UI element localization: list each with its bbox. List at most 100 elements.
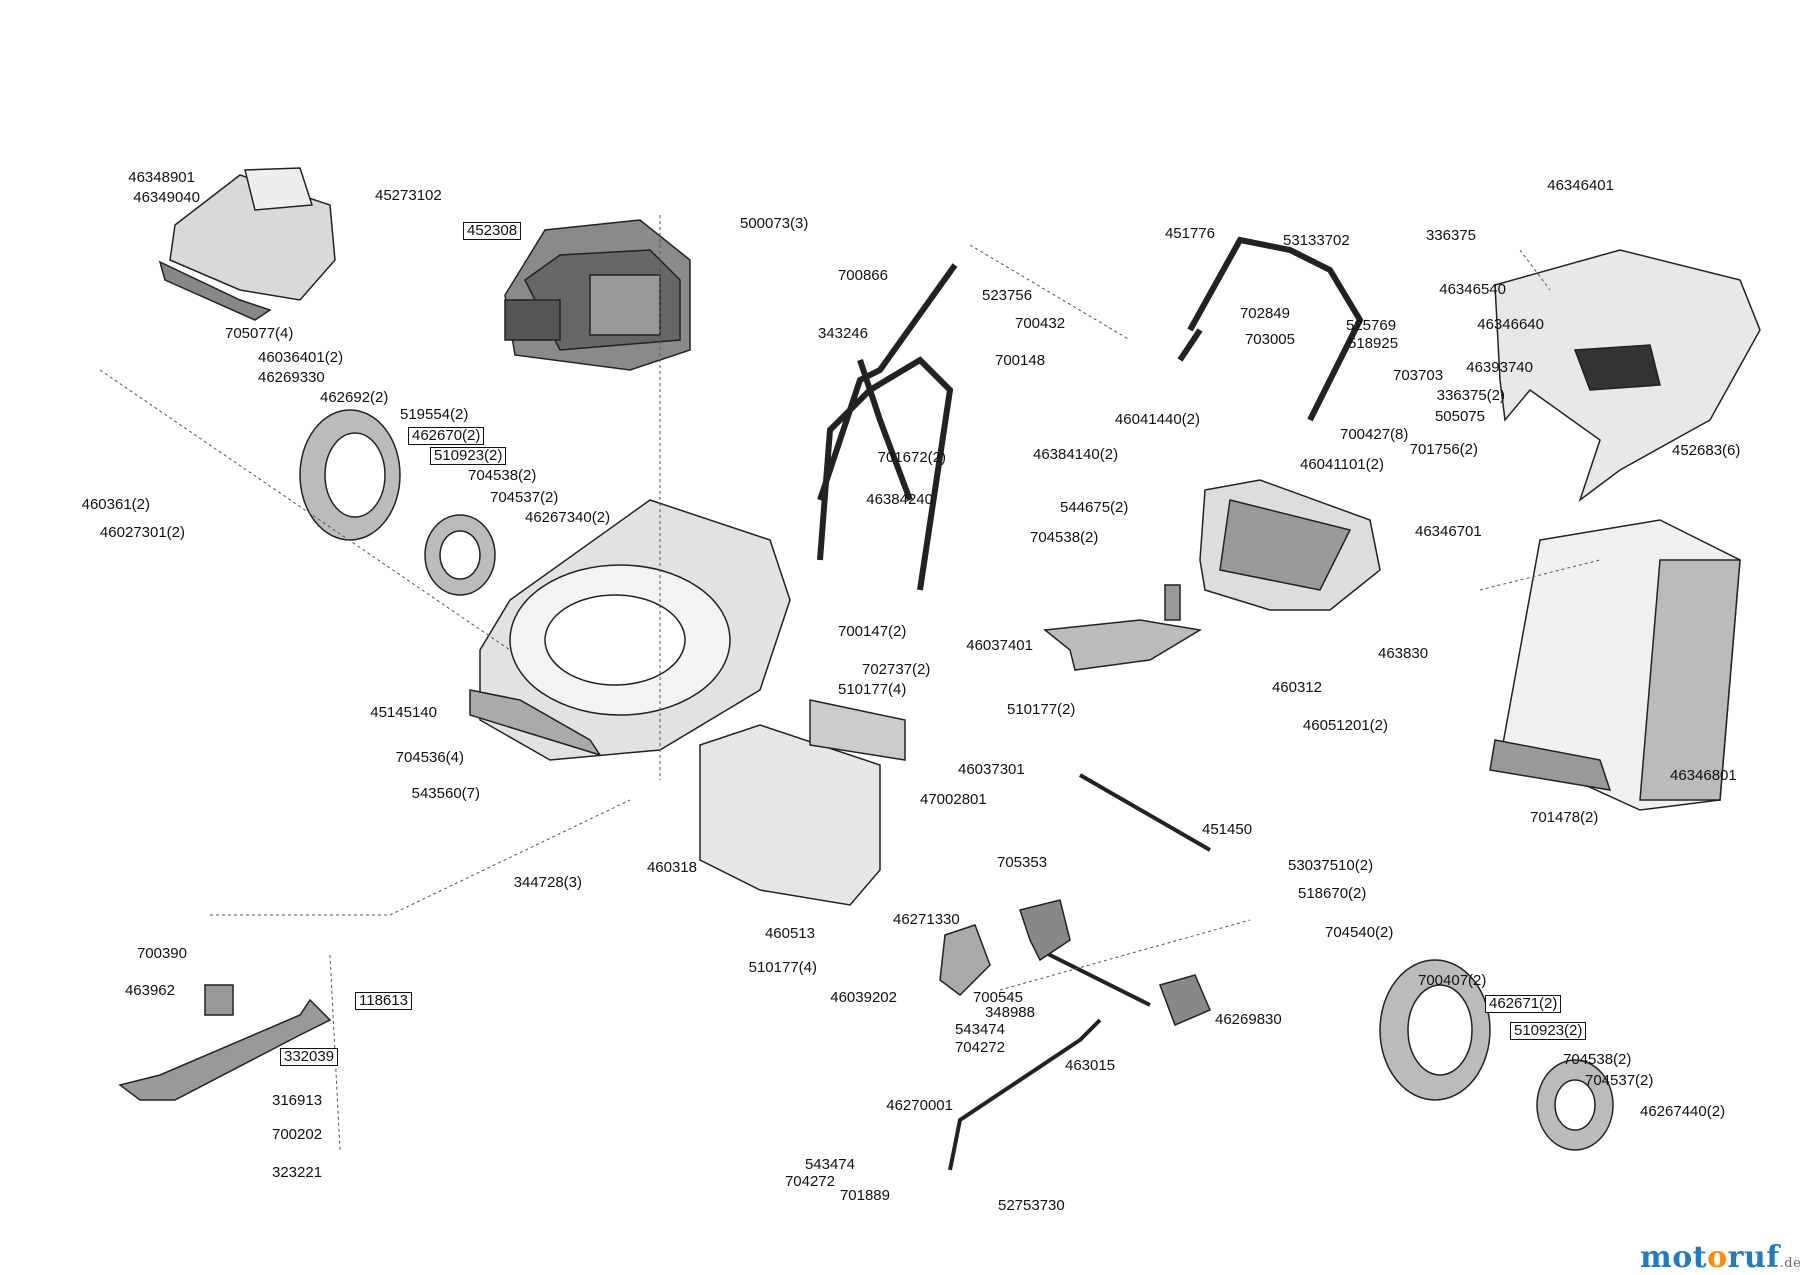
part-label: 700202	[272, 1126, 323, 1143]
part-label: 700427(8)	[1340, 426, 1409, 443]
part-label: 332039	[280, 1048, 339, 1066]
watermark-part1: mot	[1640, 1240, 1708, 1275]
part-label: 505075	[1434, 408, 1485, 425]
part-label: 46346801	[1670, 767, 1737, 784]
part-label: 510177(2)	[1007, 701, 1076, 718]
part-label: 500073(3)	[740, 215, 809, 232]
part-label: 543474	[954, 1021, 1005, 1038]
part-label: 543474	[804, 1156, 855, 1173]
part-label: 452308	[463, 222, 522, 240]
part-label: 463962	[124, 982, 175, 999]
part-label: 701478(2)	[1530, 809, 1599, 826]
axle-rods	[948, 773, 1211, 1171]
part-label: 700545	[972, 989, 1023, 1006]
part-label: 46384140(2)	[1033, 446, 1119, 463]
part-label: 704272	[784, 1173, 835, 1190]
part-label: 46270001	[886, 1097, 953, 1114]
upper-handle-part	[1177, 236, 1364, 422]
part-label: 336375	[1425, 227, 1476, 244]
part-label: 518670(2)	[1298, 885, 1367, 902]
part-label: 704272	[954, 1039, 1005, 1056]
part-label: 462671(2)	[1485, 995, 1562, 1013]
part-label: 46384240	[866, 491, 933, 508]
part-label: 46027301(2)	[99, 524, 185, 541]
part-label: 460513	[764, 925, 815, 942]
watermark-part3: ruf	[1727, 1240, 1780, 1275]
part-label: 543560(7)	[411, 785, 480, 802]
part-label: 510177(4)	[838, 681, 907, 698]
mower-deck-part	[469, 499, 791, 761]
part-label: 344728(3)	[513, 874, 582, 891]
part-label: 700390	[136, 945, 187, 962]
part-label: 46348901	[128, 169, 195, 186]
part-label: 704538(2)	[1030, 529, 1099, 546]
part-label: 45273102	[375, 187, 442, 204]
part-label: 519554(2)	[400, 406, 469, 423]
part-label: 701889	[839, 1187, 890, 1204]
rear-cover-part	[158, 167, 336, 321]
part-label: 462692(2)	[320, 389, 389, 406]
part-label: 348988	[984, 1004, 1035, 1021]
part-label: 323221	[272, 1164, 323, 1181]
site-watermark: motoruf.de	[1640, 1240, 1800, 1275]
part-label: 46346401	[1547, 177, 1614, 194]
part-label: 700432	[1015, 315, 1066, 332]
part-label: 460318	[646, 859, 697, 876]
part-label: 46267340(2)	[525, 509, 611, 526]
part-label: 702737(2)	[862, 661, 931, 678]
part-label: 701756(2)	[1409, 441, 1478, 458]
part-label: 703703	[1393, 367, 1444, 384]
part-label: 46271330	[893, 911, 960, 928]
part-label: 47002801	[920, 791, 987, 808]
rear-wheel-part	[1379, 959, 1614, 1151]
part-label: 704536(4)	[395, 749, 464, 766]
part-label: 46037301	[958, 761, 1025, 778]
part-label: 46346640	[1477, 316, 1544, 333]
part-label: 544675(2)	[1060, 499, 1129, 516]
part-label: 460312	[1271, 679, 1322, 696]
chute-flap-part	[1199, 479, 1381, 611]
part-label: 463015	[1065, 1057, 1116, 1074]
part-label: 53037510(2)	[1288, 857, 1374, 874]
part-label: 518925	[1348, 335, 1399, 352]
part-label: 451776	[1164, 225, 1215, 242]
rear-flap-part	[699, 699, 906, 906]
part-label: 701672(2)	[877, 449, 946, 466]
part-label: 460361(2)	[81, 496, 150, 513]
part-label: 46267440(2)	[1640, 1103, 1726, 1120]
engine-part	[504, 219, 691, 371]
grass-bag-part	[1489, 519, 1741, 811]
part-label: 705077(4)	[225, 325, 294, 342]
part-label: 704538(2)	[468, 467, 537, 484]
blade-part	[118, 984, 332, 1101]
part-label: 703005	[1244, 331, 1295, 348]
part-label: 46349040	[133, 189, 200, 206]
part-label: 510923(2)	[430, 447, 507, 465]
part-label: 704540(2)	[1325, 924, 1394, 941]
part-label: 46041440(2)	[1114, 411, 1200, 428]
mulch-plug-part	[1043, 584, 1203, 671]
part-label: 705353	[997, 854, 1048, 871]
part-label: 46269830	[1215, 1011, 1282, 1028]
part-label: 451450	[1202, 821, 1253, 838]
part-label: 46041101(2)	[1300, 456, 1384, 473]
part-label: 700148	[995, 352, 1046, 369]
part-label: 704538(2)	[1563, 1051, 1632, 1068]
part-label: 46051201(2)	[1302, 717, 1388, 734]
part-label: 336375(2)	[1436, 387, 1505, 404]
part-label: 45145140	[370, 704, 437, 721]
part-label: 463830	[1378, 645, 1429, 662]
part-label: 46036401(2)	[258, 349, 344, 366]
part-label: 452683(6)	[1672, 442, 1741, 459]
part-label: 53133702	[1283, 232, 1350, 249]
part-label: 46346540	[1439, 281, 1506, 298]
part-label: 462670(2)	[408, 427, 485, 445]
part-label: 700147(2)	[838, 623, 907, 640]
part-label: 702849	[1239, 305, 1290, 322]
grass-box-lid-part	[1494, 249, 1761, 503]
part-label: 510923(2)	[1510, 1022, 1587, 1040]
watermark-tld: .de	[1779, 1256, 1800, 1271]
part-label: 523756	[982, 287, 1033, 304]
part-label: 343246	[817, 325, 868, 342]
